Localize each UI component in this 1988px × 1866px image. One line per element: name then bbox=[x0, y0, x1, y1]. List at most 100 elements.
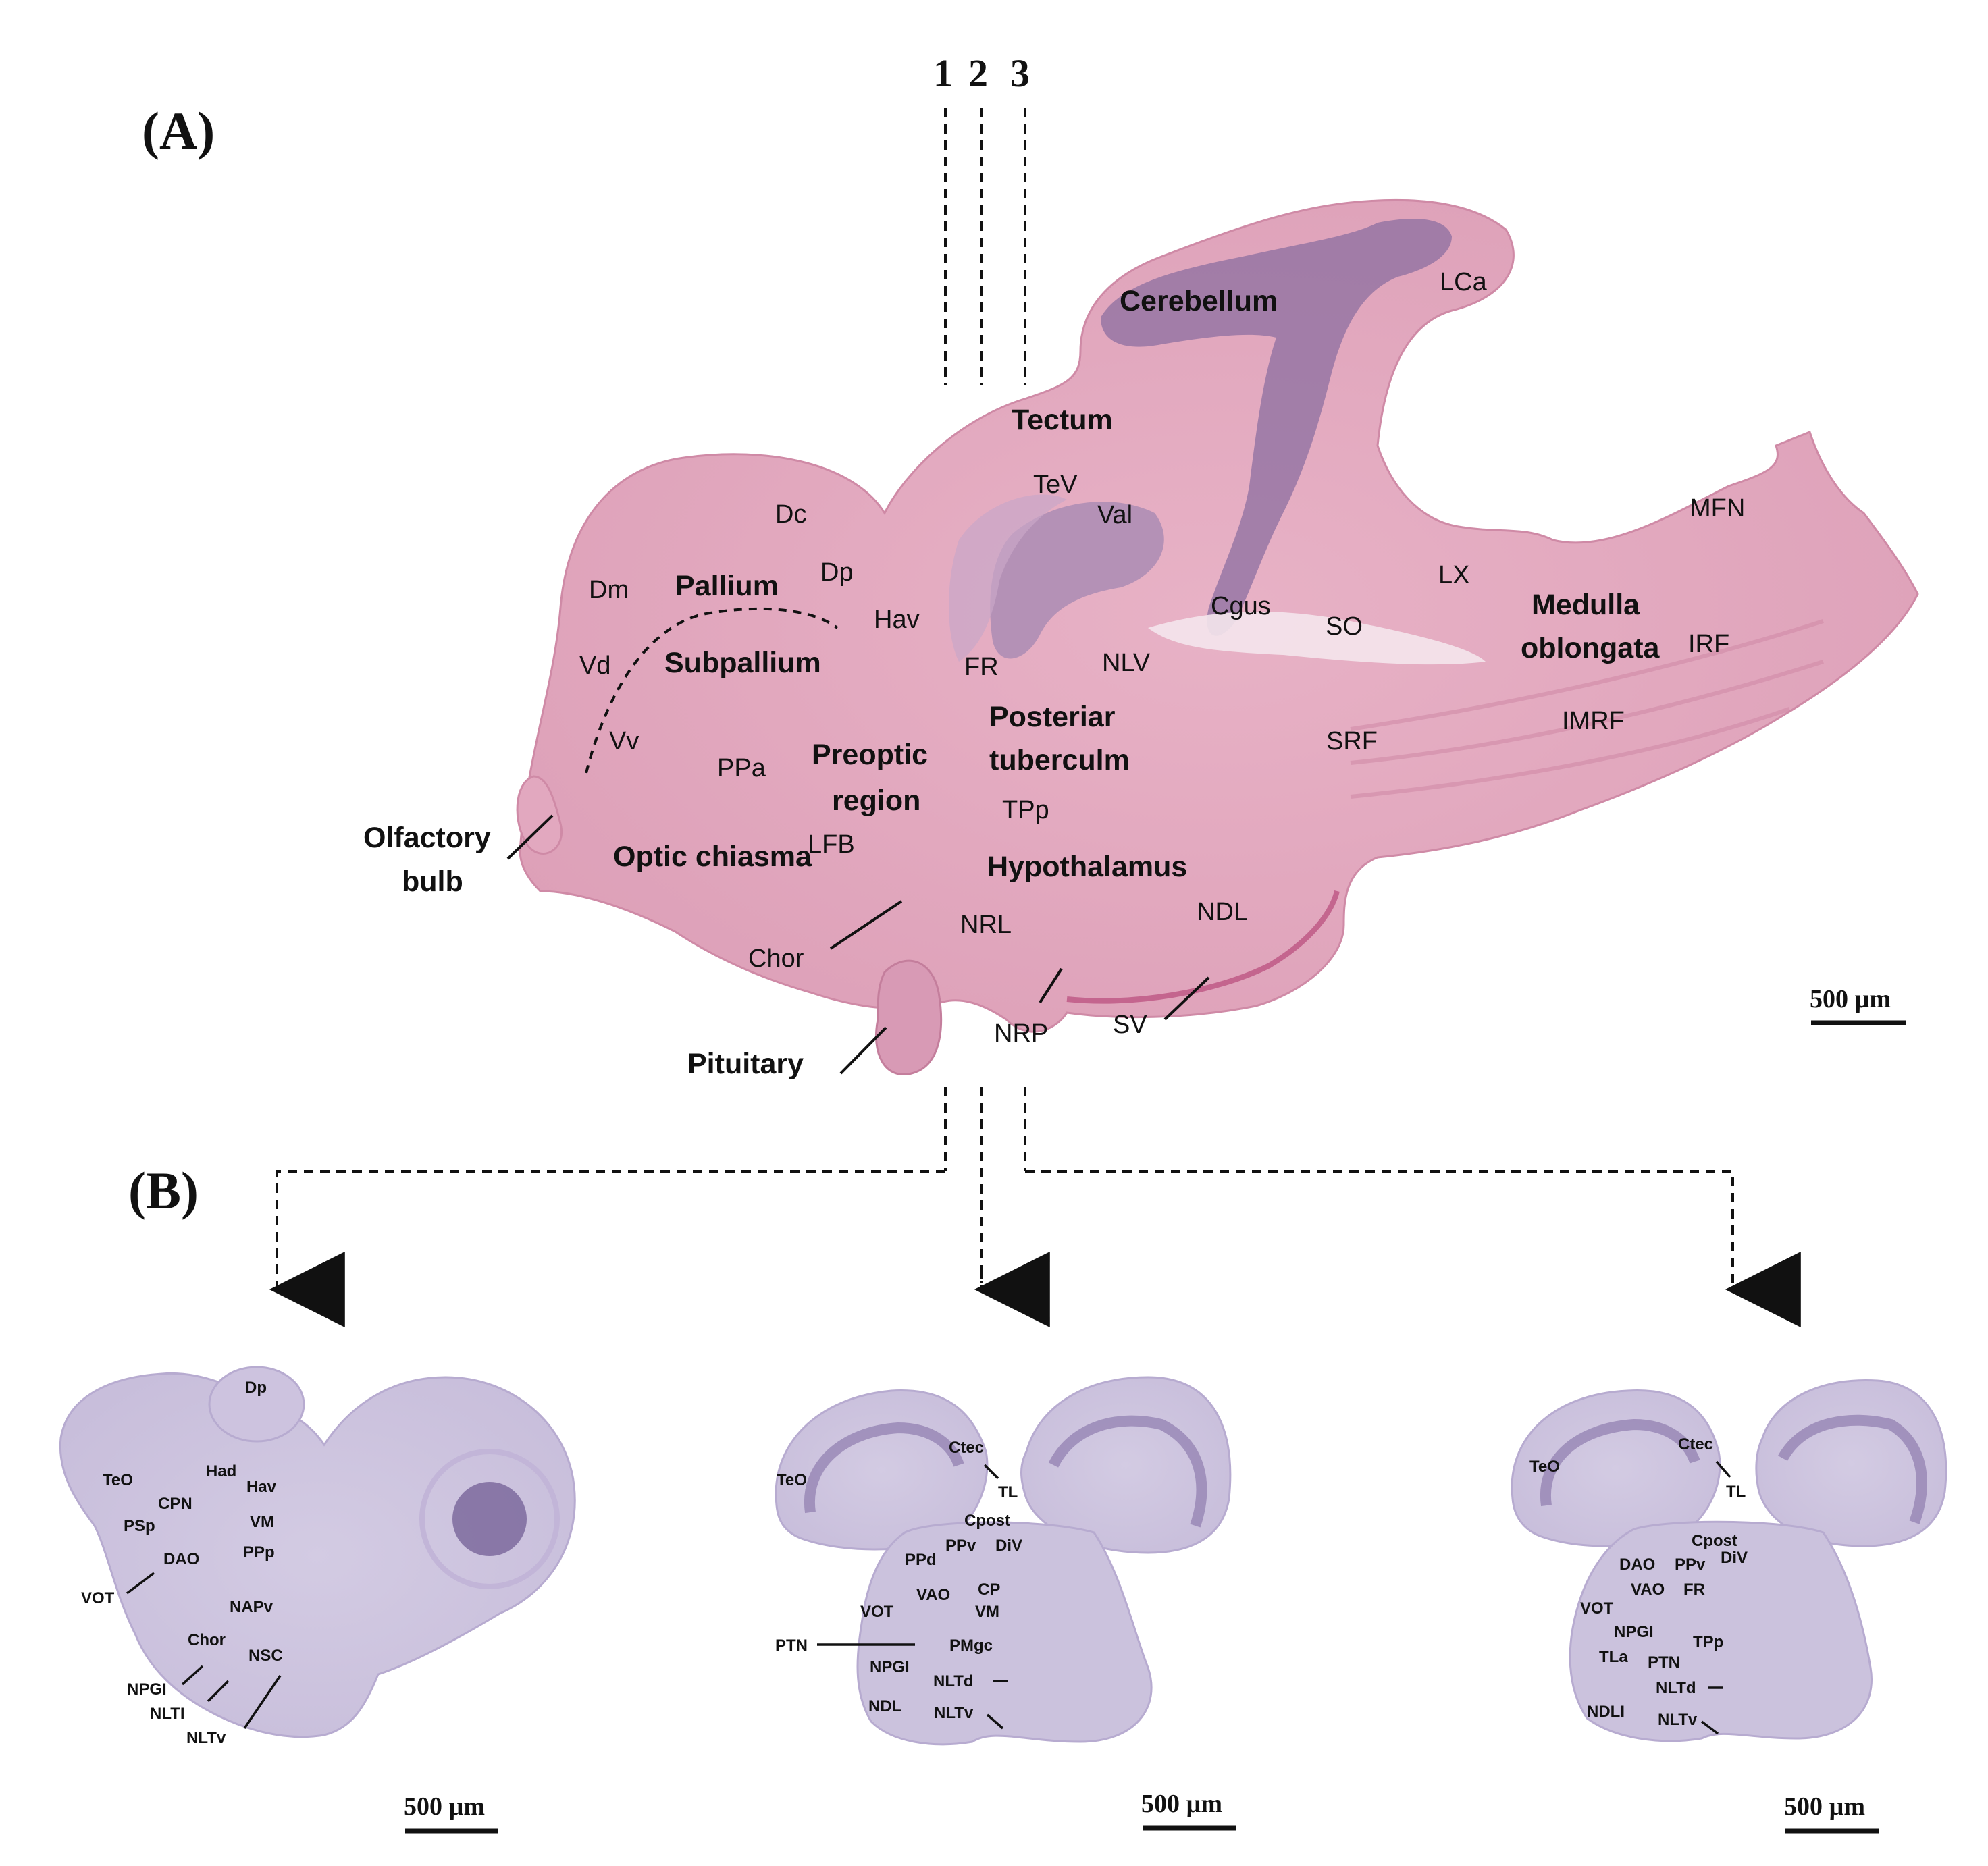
label-lca: LCa bbox=[1440, 268, 1488, 296]
label-dp: Dp bbox=[820, 558, 854, 587]
pallium-subpallium-border bbox=[585, 607, 839, 774]
s2-label-nltd: NLTd bbox=[933, 1672, 974, 1690]
region-optic-chiasma: Optic chiasma bbox=[613, 841, 812, 873]
s1-vot-leader bbox=[126, 1572, 155, 1595]
region-posteriar: Posteriar bbox=[989, 701, 1116, 733]
section-2-tissue bbox=[775, 1376, 1232, 1746]
panel-b-label: (B) bbox=[128, 1161, 199, 1220]
cerebellum-granular-layer bbox=[1101, 219, 1452, 636]
region-olfactory: Olfactory bbox=[363, 822, 491, 854]
region-medulla: Medulla bbox=[1532, 589, 1640, 621]
s3-ctec-leader bbox=[1715, 1460, 1731, 1478]
section-1-dp-lobe bbox=[208, 1366, 305, 1443]
section-guide-lines bbox=[944, 108, 1026, 1283]
s2-label-teo: TeO bbox=[777, 1471, 807, 1489]
label-nrp: NRP bbox=[994, 1019, 1048, 1048]
s1-label-npgi: NPGI bbox=[127, 1680, 167, 1699]
s1-label-teo: TeO bbox=[103, 1471, 133, 1489]
s3-label-npgi: NPGI bbox=[1614, 1623, 1654, 1641]
label-lfb: LFB bbox=[808, 830, 855, 859]
s2-label-div: DiV bbox=[995, 1537, 1022, 1555]
arrow-section-1 bbox=[269, 1170, 945, 1327]
s3-label-nltd: NLTd bbox=[1656, 1679, 1696, 1697]
region-oblongata: oblongata bbox=[1521, 632, 1660, 664]
label-ppa: PPa bbox=[717, 754, 766, 782]
label-irf: IRF bbox=[1688, 630, 1729, 658]
label-lx: LX bbox=[1438, 561, 1469, 589]
s3-label-cpost: Cpost bbox=[1692, 1532, 1737, 1550]
s2-label-nltv: NLTv bbox=[934, 1704, 974, 1722]
section-3-tissue bbox=[1511, 1379, 1947, 1742]
region-pituitary: Pituitary bbox=[687, 1048, 804, 1080]
olfactory-bulb-tissue bbox=[516, 775, 563, 855]
panel-a-label: (A) bbox=[142, 101, 215, 160]
s3-label-div: DiV bbox=[1721, 1549, 1748, 1567]
pituitary-leader bbox=[839, 1026, 887, 1075]
scale-bars-b bbox=[405, 1825, 1879, 1834]
label-nrl: NRL bbox=[960, 911, 1012, 939]
s1-npgi-leader bbox=[181, 1665, 204, 1686]
s2-label-ppd: PPd bbox=[905, 1551, 937, 1569]
section-3-tectal-layer-left bbox=[1540, 1418, 1700, 1507]
section-2-right-tectum bbox=[1020, 1376, 1232, 1554]
s2-label-npgi: NPGI bbox=[870, 1658, 910, 1676]
label-vv: Vv bbox=[609, 727, 639, 755]
section-2-body bbox=[856, 1521, 1153, 1746]
s2-label-ndl: NDL bbox=[868, 1697, 901, 1715]
s2-nltv-leader bbox=[986, 1713, 1004, 1730]
scale-bar-b2-label: 500 µm bbox=[1141, 1790, 1222, 1818]
s2-label-cpost: Cpost bbox=[964, 1512, 1010, 1530]
region-pallium: Pallium bbox=[675, 570, 779, 602]
section-number-1: 1 bbox=[933, 51, 953, 95]
s3-label-nltv: NLTv bbox=[1658, 1711, 1698, 1729]
valvula-tissue bbox=[990, 502, 1164, 659]
s2-ctec-leader bbox=[983, 1464, 999, 1480]
s3-nltv-leader bbox=[1700, 1720, 1719, 1735]
region-hypothalamus: Hypothalamus bbox=[987, 851, 1187, 883]
s2-label-cp: CP bbox=[978, 1580, 1000, 1599]
label-so: SO bbox=[1326, 612, 1363, 641]
leader-lines bbox=[506, 814, 1210, 1075]
label-dm: Dm bbox=[589, 576, 629, 604]
s3-label-dao: DAO bbox=[1619, 1555, 1655, 1574]
section-arrows bbox=[269, 1170, 1801, 1327]
region-tectum: Tectum bbox=[1012, 404, 1113, 436]
s2-label-pmgc: PMgc bbox=[949, 1636, 993, 1655]
region-region: region bbox=[832, 784, 920, 817]
label-nlv: NLV bbox=[1102, 649, 1151, 677]
s3-label-tl: TL bbox=[1726, 1483, 1746, 1501]
section-number-3: 3 bbox=[1010, 51, 1030, 95]
label-dc: Dc bbox=[775, 500, 806, 529]
panel-a: (A) 1 2 3 bbox=[142, 51, 1919, 1283]
s1-label-hav: Hav bbox=[246, 1478, 277, 1496]
region-cerebellum: Cerebellum bbox=[1120, 285, 1278, 317]
medulla-fibres bbox=[1350, 619, 1824, 799]
s3-label-vot: VOT bbox=[1580, 1599, 1614, 1618]
label-tpp: TPp bbox=[1002, 796, 1049, 824]
section-1-tissue bbox=[59, 1366, 576, 1738]
s1-label-vm: VM bbox=[250, 1513, 274, 1531]
scale-bar-b1-label: 500 µm bbox=[404, 1792, 485, 1821]
s3-label-vao: VAO bbox=[1631, 1580, 1665, 1599]
panel-b: (B) bbox=[59, 1161, 1947, 1834]
s3-label-ndli: NDLI bbox=[1587, 1703, 1625, 1721]
chor-leader bbox=[829, 900, 903, 950]
s1-label-vot: VOT bbox=[81, 1589, 115, 1607]
sv-leader bbox=[1163, 976, 1210, 1021]
region-subpallium: Subpallium bbox=[664, 647, 821, 679]
label-vd: Vd bbox=[579, 651, 610, 680]
scale-bar-a-label: 500 µm bbox=[1810, 985, 1891, 1013]
s1-label-ppp: PPp bbox=[243, 1543, 275, 1562]
s3-label-ctec: Ctec bbox=[1678, 1435, 1713, 1454]
s2-label-vao: VAO bbox=[916, 1586, 950, 1604]
s3-label-tla: TLa bbox=[1599, 1648, 1628, 1666]
s1-nltv-leader bbox=[243, 1675, 282, 1729]
label-mfn: MFN bbox=[1690, 494, 1745, 523]
section-2-tectal-layer-left bbox=[804, 1422, 964, 1514]
s1-label-psp: PSp bbox=[124, 1517, 155, 1535]
section-3-right-tectum bbox=[1755, 1379, 1947, 1547]
region-bulb: bulb bbox=[402, 865, 463, 898]
s2-label-ctec: Ctec bbox=[949, 1439, 984, 1457]
label-tev: TeV bbox=[1033, 471, 1078, 499]
